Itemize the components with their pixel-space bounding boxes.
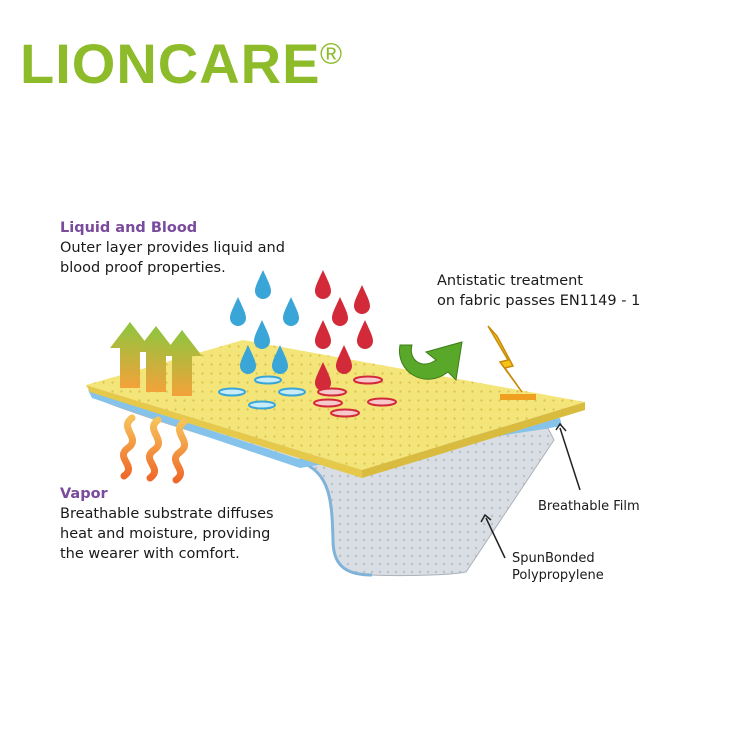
water-drop-icon	[254, 320, 270, 349]
antistatic-line-2: on fabric passes EN1149 - 1	[437, 293, 641, 309]
liquid-blood-callout: Liquid and Blood Outer layer provides li…	[60, 218, 285, 278]
vapor-line-3: the wearer with comfort.	[60, 546, 240, 562]
blood-drop-icon	[336, 345, 352, 374]
spunbond-label: SpunBonded Polypropylene	[512, 550, 604, 584]
water-puddles	[218, 375, 306, 410]
antistatic-callout: Antistatic treatment on fabric passes EN…	[437, 271, 640, 311]
water-drop-icon	[272, 345, 288, 374]
vapor-line-1: Breathable substrate diffuses	[60, 506, 274, 522]
liquid-blood-line-1: Outer layer provides liquid and	[60, 240, 285, 256]
blood-drop-icon	[315, 270, 331, 299]
blood-drop-icon	[332, 297, 348, 326]
pointer-arrows	[480, 422, 581, 559]
blood-puddles	[313, 375, 397, 418]
liquid-blood-line-2: blood proof properties.	[60, 260, 226, 276]
water-drop-icon	[230, 297, 246, 326]
blood-drop-icon	[315, 362, 331, 391]
water-drop-icon	[255, 270, 271, 299]
water-drop-icon	[283, 297, 299, 326]
water-drops	[230, 270, 299, 374]
vapor-heading: Vapor	[60, 486, 108, 502]
antistatic-line-1: Antistatic treatment	[437, 273, 583, 289]
vapor-arrow-icon	[110, 322, 202, 396]
blood-drop-icon	[354, 285, 370, 314]
registered-mark: ®	[320, 38, 343, 71]
water-drop-icon	[240, 345, 256, 374]
breathable-film-text: Breathable Film	[538, 499, 640, 514]
lightning-bolt-icon	[487, 325, 536, 400]
blood-drop-icon	[315, 320, 331, 349]
breathable-film-label: Breathable Film	[538, 498, 640, 516]
spunbond-line-1: SpunBonded	[512, 551, 595, 566]
liquid-blood-heading: Liquid and Blood	[60, 220, 198, 236]
blood-drops	[315, 270, 373, 391]
brand-logo: LIONCARE	[20, 36, 320, 92]
blood-drop-icon	[357, 320, 373, 349]
vapor-line-2: heat and moisture, providing	[60, 526, 271, 542]
heat-wave-icon	[120, 414, 188, 484]
brand-name: LIONCARE	[20, 32, 321, 95]
recycle-arrow-icon	[399, 341, 463, 382]
vapor-callout: Vapor Breathable substrate diffuses heat…	[60, 484, 274, 564]
spunbond-line-2: Polypropylene	[512, 568, 604, 583]
